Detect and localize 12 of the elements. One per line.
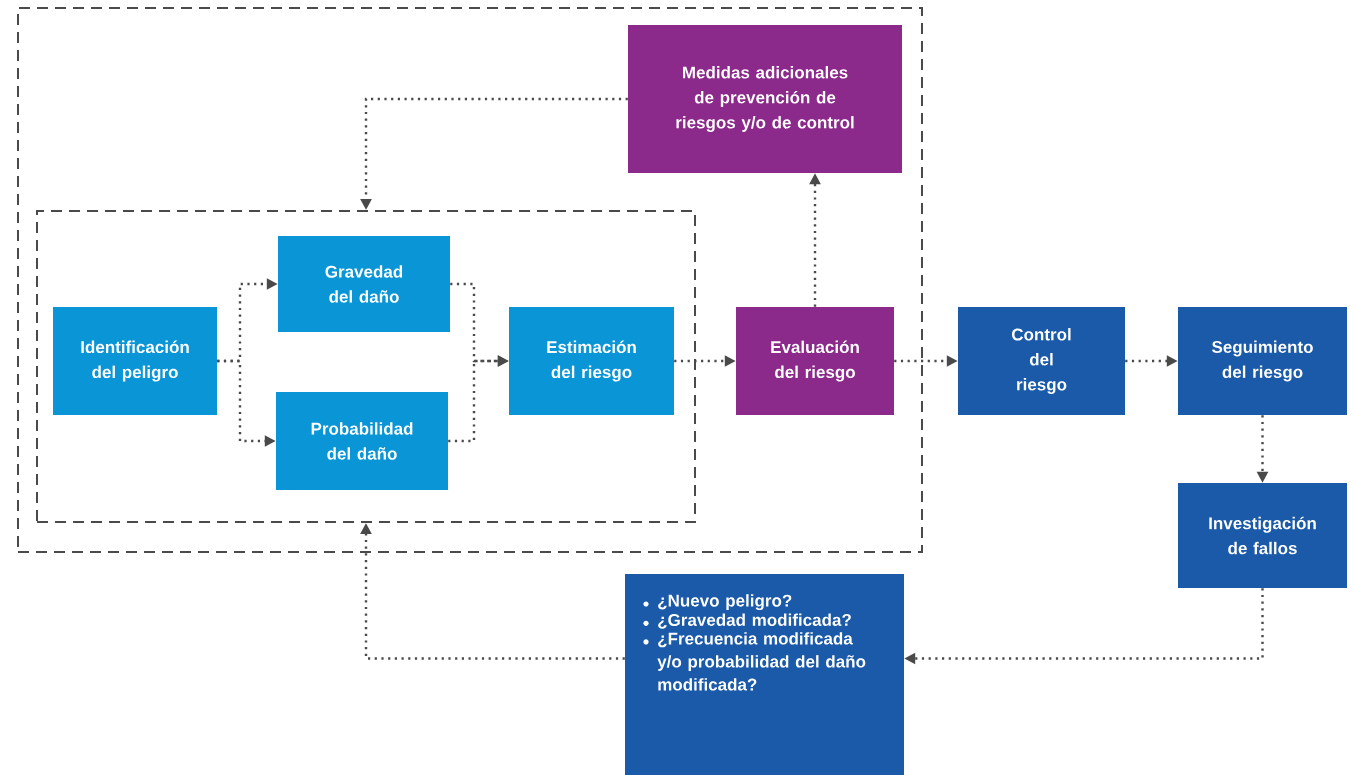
process-box: Estimación del riesgo	[509, 307, 674, 415]
process-box: Gravedad del daño	[278, 236, 450, 332]
process-box: Evaluación del riesgo	[736, 307, 894, 415]
process-box: Control del riesgo	[958, 307, 1125, 415]
dashed-group-frame	[36, 210, 696, 523]
process-box: Identificación del peligro	[53, 307, 217, 415]
dashed-group-frame	[17, 7, 923, 553]
process-box: Investigación de fallos	[1178, 483, 1347, 588]
process-box: Probabilidad del daño	[276, 392, 448, 490]
process-box: Medidas adicionales de prevención de riesgos y/o de control	[628, 25, 902, 173]
question-list-box: ¿Nuevo peligro? ¿Gravedad modificada? ¿Frecuencia modificada y/o probabilidad del daño modificada?	[625, 574, 904, 775]
process-box: Seguimiento del riesgo	[1178, 307, 1347, 415]
